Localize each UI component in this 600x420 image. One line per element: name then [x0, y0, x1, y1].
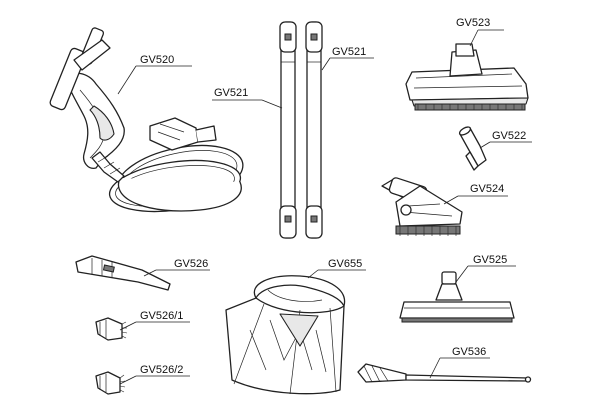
steam-gun-hose-illustration [49, 27, 244, 213]
detail-nozzle-illustration [75, 255, 171, 291]
leader-gv655 [307, 269, 319, 279]
angle-adapter-illustration [458, 126, 487, 171]
leader-gv536 [429, 357, 441, 379]
label-gv521-right: GV521 [332, 46, 366, 58]
leader-gv526-2 [119, 375, 137, 385]
label-gv655: GV655 [328, 258, 362, 270]
label-gv522: GV522 [492, 130, 526, 142]
leader-gv520 [117, 65, 137, 95]
label-gv524: GV524 [470, 183, 504, 195]
label-gv526-2: GV526/2 [140, 364, 183, 376]
label-gv526-1: GV526/1 [140, 310, 183, 322]
leader-gv521-right [321, 57, 331, 71]
leader-gv523 [469, 29, 479, 47]
label-gv526: GV526 [174, 258, 208, 270]
label-gv536: GV536 [452, 346, 486, 358]
leader-gv526-1 [119, 321, 137, 331]
label-gv523: GV523 [456, 17, 490, 29]
label-gv520: GV520 [140, 54, 174, 66]
round-brush-1-illustration [95, 317, 128, 341]
leader-gv526 [143, 269, 157, 277]
leader-gv525 [455, 265, 469, 283]
window-squeegee-illustration [399, 271, 515, 323]
leader-gv524 [443, 195, 459, 205]
round-brush-2-illustration [95, 371, 126, 395]
label-gv525: GV525 [473, 254, 507, 266]
triangular-brush-illustration [381, 177, 463, 236]
label-gv521-left: GV521 [214, 87, 248, 99]
floor-brush-illustration [405, 43, 529, 111]
cloth-covers-illustration [225, 275, 346, 395]
extension-tubes-illustration [279, 21, 323, 239]
lance-nozzle-illustration [357, 363, 532, 383]
leader-gv522 [479, 141, 491, 149]
